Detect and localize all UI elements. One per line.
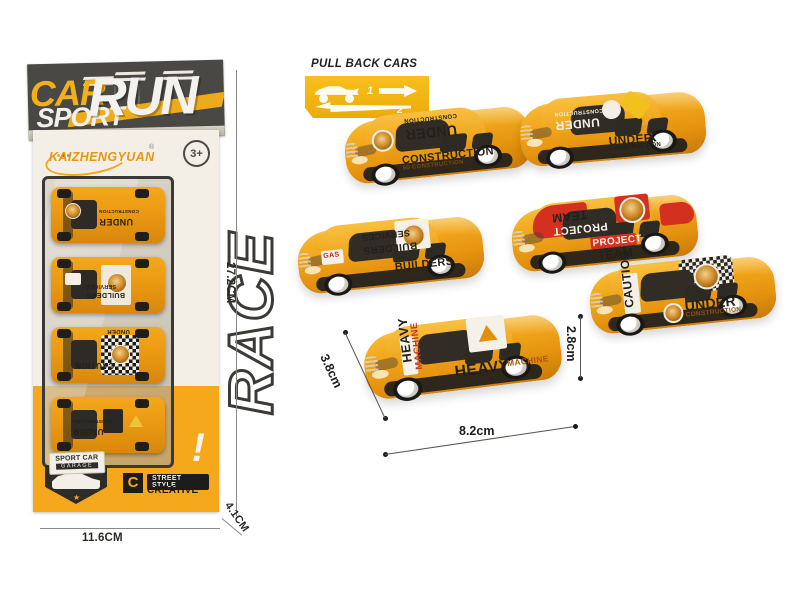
product-package: CAR SPORT RUN KAIZHENGYUAN ® 3+ bbox=[27, 59, 288, 512]
package-card-body: KAIZHENGYUAN ® 3+ UNDER CONSTRUCTION bbox=[33, 130, 288, 512]
car-x-badge: X bbox=[645, 128, 658, 147]
width-dim-label: 2.8cm bbox=[564, 326, 578, 362]
blister-car-1-roof-main: UNDER bbox=[99, 217, 134, 227]
blister-car-2-roof-main: BUILDERS bbox=[86, 291, 125, 298]
blister-car-2: BUILDERS SERVICES bbox=[51, 257, 165, 313]
length-dim-dot-end bbox=[573, 424, 578, 429]
width-dim-line bbox=[580, 316, 581, 378]
header-word-run: RUN bbox=[87, 65, 197, 128]
brand-lockup: KAIZHENGYUAN ® bbox=[43, 139, 209, 181]
badge-line2: GARAGE bbox=[56, 462, 99, 470]
car-front-wheel bbox=[370, 162, 401, 188]
creative-monogram: C bbox=[123, 473, 143, 493]
car-silhouette-icon bbox=[52, 473, 100, 489]
blister-car-3-roof-main: CAUTION bbox=[75, 361, 115, 370]
creative-line1: STREET STYLE bbox=[147, 474, 209, 490]
pull-back-title: PULL BACK CARS bbox=[311, 58, 418, 70]
blister-car-4: UNDER CONSTRUCTION bbox=[51, 397, 165, 453]
blister-car-2-roof-sub: SERVICES bbox=[86, 283, 117, 289]
package-width-line bbox=[40, 528, 220, 529]
blister-window: UNDER CONSTRUCTION BUILDERS SERVICES bbox=[42, 176, 174, 468]
car-front-wheel bbox=[537, 250, 568, 276]
blister-car-4-roof-sub: CONSTRUCTION bbox=[73, 419, 113, 424]
car-heavy-machine: HEAVY MACHINE HEAVY MACHINE bbox=[360, 306, 566, 416]
pull-back-car-icon bbox=[315, 86, 359, 95]
arrow-left-icon bbox=[315, 102, 411, 112]
package-header-card: CAR SPORT RUN bbox=[27, 59, 225, 141]
height-dim-label: 3.8cm bbox=[317, 352, 345, 391]
age-rating-badge: 3+ bbox=[183, 140, 210, 167]
sport-car-garage-badge: ★ SPORT CAR GARAGE bbox=[45, 451, 107, 504]
blister-car-4-roof-main: UNDER bbox=[73, 427, 104, 436]
height-dim-dot-end bbox=[383, 416, 388, 421]
badge-plate: SPORT CAR GARAGE bbox=[48, 451, 106, 475]
length-dim-label: 8.2cm bbox=[459, 424, 495, 438]
blister-car-1-roof-sub: CONSTRUCTION bbox=[99, 209, 139, 214]
car-builders: BUILDERS SERVICES GAS BUILDERS bbox=[294, 209, 488, 310]
registered-mark: ® bbox=[149, 144, 155, 151]
car-underx: UNDER CONSTRUCTION UNDER CONSTRUCTION X bbox=[517, 84, 709, 182]
pull-back-wheel-icon bbox=[345, 94, 354, 103]
width-dim-dot-end bbox=[578, 376, 583, 381]
blister-car-1: UNDER CONSTRUCTION bbox=[51, 187, 165, 243]
race-side-text: RACE bbox=[216, 230, 288, 417]
star-icon: ★ bbox=[73, 493, 81, 502]
package-height-label: 27.2CM bbox=[224, 262, 236, 304]
pull-back-wheel-icon bbox=[319, 94, 328, 103]
pull-back-cars-callout: PULL BACK CARS 1 2 bbox=[305, 58, 465, 126]
race-side-band: RACE bbox=[167, 174, 288, 464]
car-front-wheel bbox=[615, 312, 646, 338]
package-width-label: 11.6CM bbox=[82, 532, 123, 544]
pull-back-step-2: 2 bbox=[397, 104, 404, 116]
exclamation-mark: ! bbox=[191, 426, 205, 470]
car-front-wheel bbox=[545, 145, 575, 170]
car-front-wheel bbox=[323, 272, 354, 298]
street-style-creative-logo: C STREET STYLE CREATIVE bbox=[123, 472, 209, 498]
warning-triangle-icon bbox=[476, 323, 498, 342]
blister-car-3: CAUTION UNDER bbox=[51, 327, 165, 383]
car-red-panel-rear bbox=[658, 200, 695, 227]
creative-line2: CREATIVE bbox=[147, 485, 199, 496]
pull-back-step-1: 1 bbox=[367, 85, 374, 97]
blister-car-3-roof-sub: UNDER bbox=[107, 328, 130, 334]
package-height-line bbox=[236, 70, 237, 516]
brand-name: KAIZHENGYUAN bbox=[49, 150, 155, 164]
brand-dots-icon bbox=[57, 144, 72, 162]
